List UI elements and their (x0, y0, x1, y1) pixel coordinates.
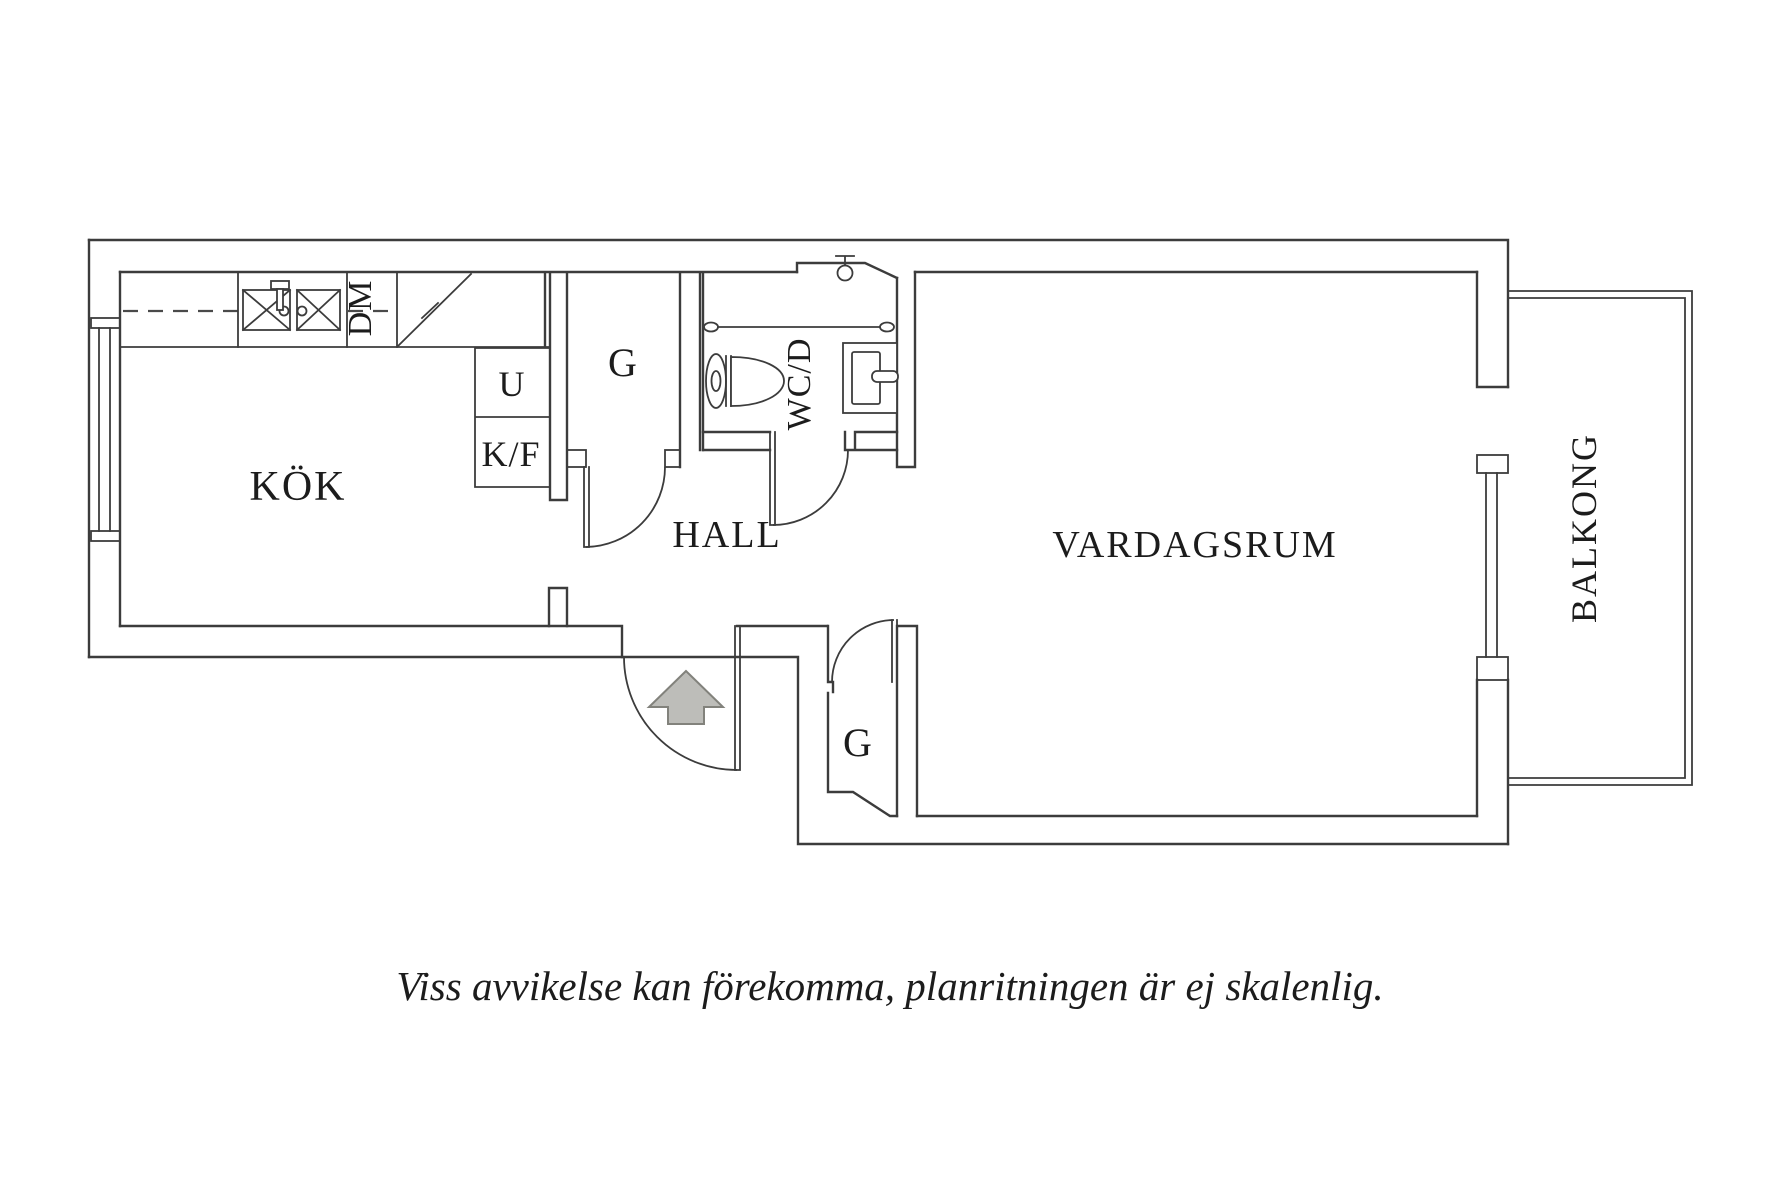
dishwasher-label: DM (342, 280, 379, 337)
faucet-icon (270, 280, 290, 290)
toilet-icon (705, 353, 785, 409)
outer-wall-bottom (87, 655, 1510, 846)
closet-lower-label: G (843, 720, 873, 765)
kitchen-window-icon (90, 317, 121, 542)
doors (566, 431, 898, 771)
stove-icon (396, 272, 473, 348)
entrance-arrow-icon (646, 669, 726, 725)
balcony-window-icon (1476, 454, 1509, 681)
hall-label: HALL (672, 514, 781, 556)
shower-icon (835, 255, 855, 282)
inner-wall-kitchen-bottom (118, 624, 624, 659)
door-arc (585, 466, 666, 548)
wall-closet-lower (826, 624, 899, 818)
wall-hall-livingroom-lower (895, 624, 919, 818)
kitchen-sink-icon (241, 280, 342, 332)
wall-wc-niche (795, 261, 899, 280)
wall-kitchen-closet (543, 271, 569, 502)
upper-cabinet-label: U (499, 364, 526, 404)
wc-door (769, 431, 849, 526)
wall-stub-kitchen-entry (547, 586, 569, 628)
door-arc (772, 449, 849, 526)
kitchen-label: KÖK (250, 464, 347, 510)
closet-lower-door (831, 619, 898, 683)
inner-wall-right-upper (1475, 270, 1510, 389)
door-arc (623, 656, 738, 771)
wall-wc-left (698, 271, 705, 452)
balcony-railing (1507, 290, 1693, 786)
wall-hall-livingroom-upper (895, 270, 917, 469)
cabinet-boxes (474, 347, 551, 488)
closet-upper-door (566, 449, 681, 548)
balcony-label: BALKONG (1564, 433, 1604, 623)
bathroom-fixtures (703, 255, 899, 414)
kitchen-fixtures (119, 272, 551, 488)
apartment-walls (87, 238, 1510, 846)
washbasin-icon (842, 342, 899, 414)
windows (90, 317, 1509, 681)
wc-label: WC/D (781, 338, 818, 431)
shower-rail (703, 321, 895, 333)
fridge-freezer-label: K/F (481, 434, 540, 474)
counter-dividers (237, 272, 398, 348)
disclaimer-caption: Viss avvikelse kan förekomma, planritnin… (396, 963, 1383, 1009)
wall-wc-bottom (701, 430, 899, 452)
closet-upper-label: G (608, 340, 638, 385)
entrance-door (623, 625, 741, 771)
outer-wall-top-right (87, 238, 1510, 389)
door-arc (831, 619, 895, 683)
livingroom-label: VARDAGSRUM (1052, 524, 1337, 566)
